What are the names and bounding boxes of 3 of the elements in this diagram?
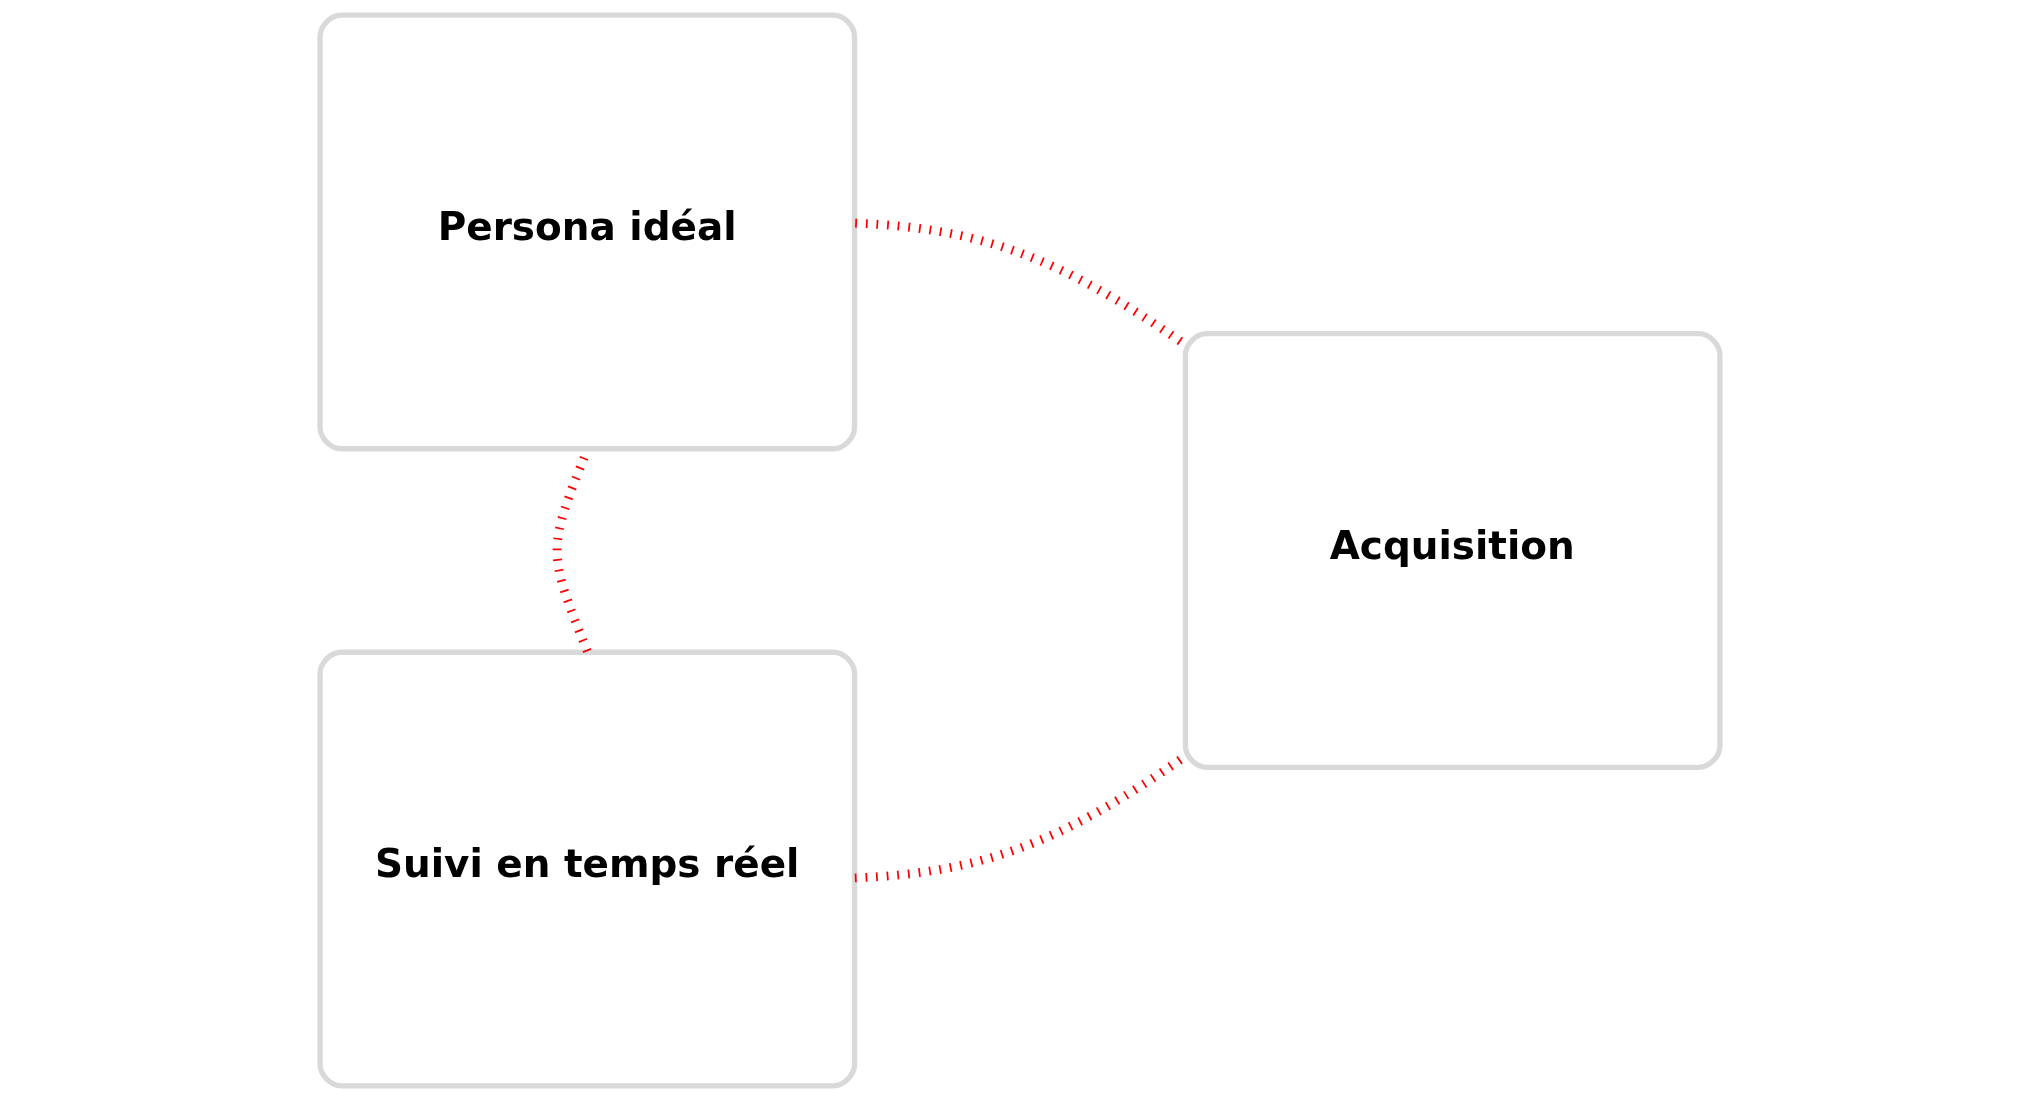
node-box: Suivi en temps réel: [317, 649, 858, 1089]
node-box: Acquisition: [1182, 331, 1723, 770]
node-box: Persona idéal: [317, 12, 858, 452]
